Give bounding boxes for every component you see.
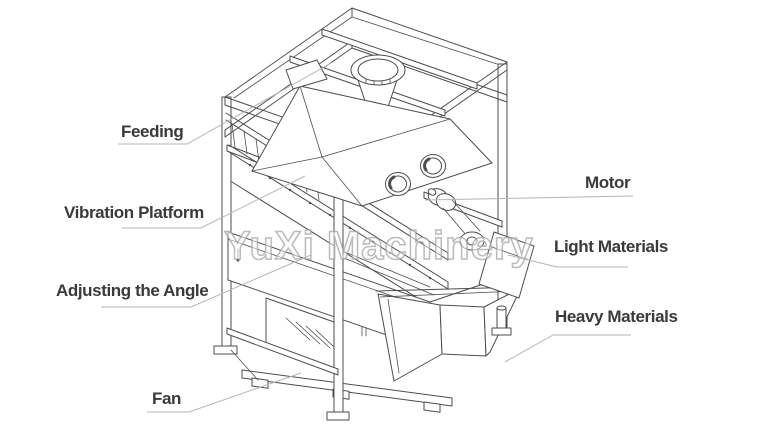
fan-grille <box>285 317 335 349</box>
hood-port-left <box>385 172 411 196</box>
watermark: YuXi Machinery <box>224 224 534 268</box>
label-fan: Fan <box>152 389 182 408</box>
leader-fan <box>147 372 302 413</box>
leader-feeding <box>118 61 334 145</box>
front-lower-rail <box>226 305 512 381</box>
leader-motor <box>424 195 634 201</box>
base-skid <box>241 369 453 413</box>
feeding-hopper <box>350 54 406 108</box>
label-vibration-platform: Vibration Platform <box>64 203 204 222</box>
light-discharge-chute <box>478 231 535 299</box>
hood-port-right <box>420 154 446 178</box>
motor-assembly <box>423 188 503 251</box>
heavy-discharge-hopper <box>375 286 522 382</box>
leader-vibration-platform <box>122 175 306 229</box>
label-motor: Motor <box>585 173 631 192</box>
dust-hood <box>251 59 493 207</box>
leader-heavy-materials <box>504 334 631 363</box>
label-heavy-materials: Heavy Materials <box>555 307 678 326</box>
deck-bolts <box>248 163 432 280</box>
leader-light-materials <box>507 254 628 268</box>
label-light-materials: Light Materials <box>554 237 668 256</box>
leader-lines <box>101 61 634 413</box>
leader-adjusting-angle <box>101 254 312 308</box>
label-feeding: Feeding <box>121 122 184 141</box>
label-adjusting-angle: Adjusting the Angle <box>56 281 209 300</box>
